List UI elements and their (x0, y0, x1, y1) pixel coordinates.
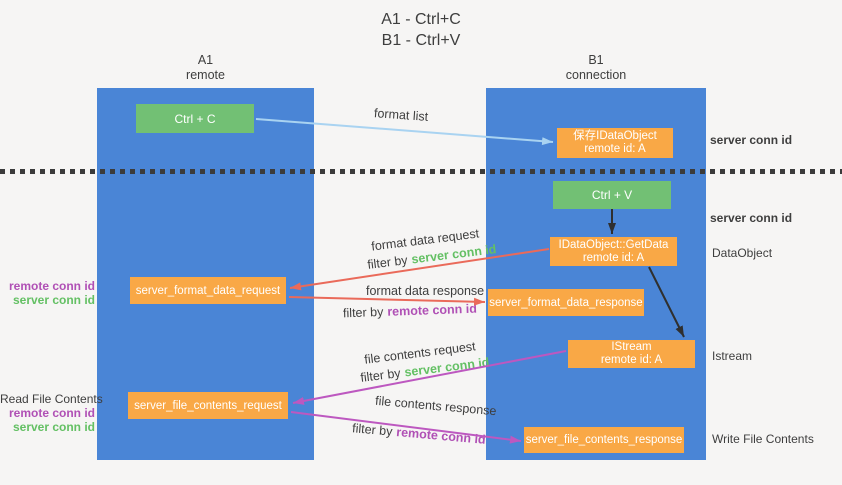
server-format-data-request-node: server_format_data_request (130, 277, 286, 304)
ctrl-v-node: Ctrl + V (553, 181, 671, 209)
server-format-data-request-label: server_format_data_request (135, 284, 281, 297)
save-idataobject-node: 保存IDataObject remote id: A (557, 128, 673, 158)
remote-conn-id-text: remote conn id (387, 301, 478, 319)
left-column-name: A1 (197, 53, 214, 67)
right-column-subtitle: connection (565, 68, 627, 82)
format-list-label: format list (373, 106, 429, 124)
getdata-line2: remote id: A (582, 251, 645, 264)
remote-conn-id-text: remote conn id (395, 425, 487, 447)
istream-side-label: Istream (712, 349, 753, 363)
server-conn-id-left-top-label: server conn id (12, 293, 95, 307)
write-file-contents-label: Write File Contents (712, 432, 814, 446)
format-data-response-label: format data response (366, 284, 485, 298)
left-column-header: A1 remote (97, 53, 314, 83)
right-column-name: B1 (588, 53, 604, 67)
remote-conn-id-left-bottom-label: remote conn id (8, 406, 95, 420)
server-format-data-response-label: server_format_data_response (489, 296, 643, 309)
istream-line2: remote id: A (600, 354, 663, 366)
read-file-contents-label: Read File Contents (0, 392, 103, 406)
ctrl-c-node: Ctrl + C (136, 104, 254, 133)
save-idataobject-line1: 保存IDataObject (573, 130, 657, 142)
filter-by-text: filter by (359, 366, 402, 385)
getdata-line1: IDataObject::GetData (558, 238, 669, 251)
remote-conn-id-left-top-label: remote conn id (8, 279, 95, 293)
dataobject-label: DataObject (712, 246, 773, 260)
ctrl-v-label: Ctrl + V (591, 188, 633, 202)
left-conn-id-stack-top: remote conn id server conn id (0, 279, 95, 307)
title-line-1: A1 - Ctrl+C (381, 11, 461, 28)
filter-by-text: filter by (342, 304, 384, 321)
server-conn-id-left-bottom-label: server conn id (12, 420, 95, 434)
istream-node: IStream remote id: A (568, 340, 695, 368)
diagram-title: A1 - Ctrl+C B1 - Ctrl+V (0, 9, 842, 51)
left-column-subtitle: remote (186, 68, 225, 82)
ctrl-c-label: Ctrl + C (174, 111, 216, 126)
machine-separator-dotted-line (0, 169, 842, 174)
save-idataobject-line2: remote id: A (584, 143, 646, 155)
title-line-2: B1 - Ctrl+V (381, 32, 461, 49)
server-file-contents-request-label: server_file_contents_request (134, 399, 282, 412)
server-file-contents-response-label: server_file_contents_response (525, 434, 683, 446)
server-file-contents-request-node: server_file_contents_request (128, 392, 288, 419)
server-conn-id-right-top-label: server conn id (710, 133, 793, 147)
left-conn-id-stack-bottom: Read File Contents remote conn id server… (0, 392, 103, 434)
server-file-contents-response-node: server_file_contents_response (524, 427, 684, 453)
istream-line1: IStream (611, 341, 652, 353)
filter-by-text: filter by (351, 421, 394, 439)
server-format-data-response-node: server_format_data_response (488, 289, 644, 316)
idataobject-getdata-node: IDataObject::GetData remote id: A (550, 237, 677, 266)
file-contents-response-label: file contents response (374, 393, 497, 419)
server-conn-id-right-mid-label: server conn id (710, 211, 793, 225)
filter-by-text: filter by (366, 253, 409, 272)
right-column-header: B1 connection (486, 53, 706, 83)
